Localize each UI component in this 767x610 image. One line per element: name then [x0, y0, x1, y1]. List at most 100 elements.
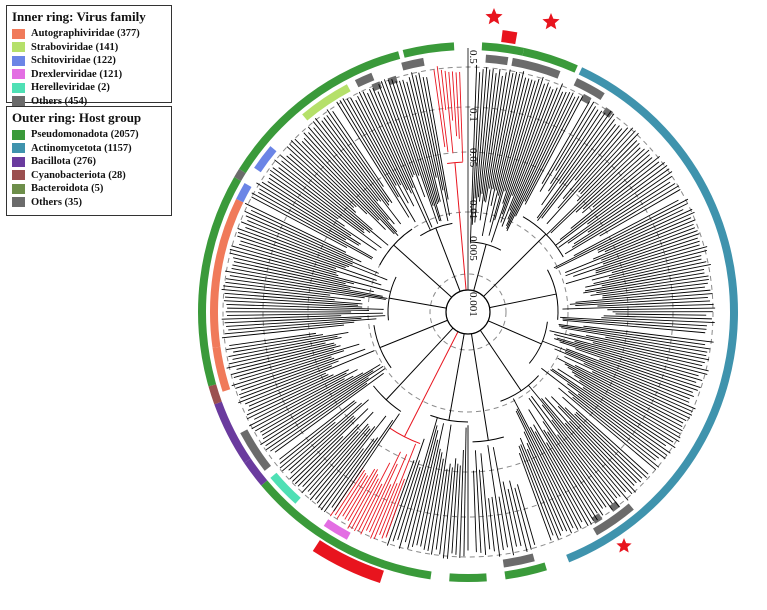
tree-branch	[574, 374, 681, 439]
tree-branch	[474, 69, 484, 199]
tree-branch	[347, 469, 378, 522]
outer-ring-host-group	[198, 42, 738, 582]
tree-branch	[550, 369, 671, 454]
tree-branch	[543, 429, 598, 514]
tree-branch	[448, 71, 454, 121]
tree-branch	[602, 282, 708, 297]
tree-branch	[224, 270, 388, 299]
tree-branch	[294, 138, 386, 230]
tree-branch	[491, 496, 501, 557]
tree-branch	[487, 445, 504, 551]
inner-ring-tick	[591, 513, 603, 524]
inner-ring-segment	[240, 429, 271, 471]
tree-branch	[423, 452, 443, 550]
tree-branch	[463, 427, 467, 557]
tree-branch	[260, 372, 364, 433]
tree-branch	[237, 232, 377, 281]
tree-branch	[541, 124, 616, 219]
tree-branch	[238, 243, 337, 274]
tree-branch	[221, 315, 342, 320]
tree-branch	[236, 344, 337, 370]
tree-branch	[372, 87, 433, 228]
tree-branch	[592, 217, 692, 260]
tree-branch	[237, 227, 346, 269]
legend-item-label: Bacillota (276)	[31, 156, 97, 168]
tree-branch	[289, 153, 357, 213]
inner-ring-segment	[302, 84, 351, 121]
tree-branch	[398, 417, 438, 549]
tree-branch	[261, 364, 381, 436]
legend-item: Straboviridae (141)	[12, 41, 166, 55]
tree-branch	[592, 342, 709, 372]
tree-branch	[226, 304, 384, 310]
tree-branch	[250, 209, 362, 263]
tree-branch	[551, 368, 667, 447]
tree-branch	[244, 210, 354, 261]
tree-branch	[448, 333, 465, 421]
tree-branch	[504, 78, 540, 192]
tree-branch	[404, 425, 438, 543]
tree-branch	[279, 421, 336, 469]
tree-branch	[546, 442, 594, 521]
tree-branch	[559, 341, 701, 388]
tree-branch	[442, 467, 453, 559]
legend-item-label: Others (454)	[31, 95, 88, 107]
tree-branch	[528, 397, 607, 508]
tree-branch	[550, 109, 599, 184]
tree-branch	[583, 325, 714, 343]
tree-branch	[559, 161, 660, 240]
tree-branch	[280, 154, 389, 246]
tree-branch	[377, 91, 414, 178]
tree-branch	[574, 341, 699, 377]
scale-label-0.05: 0.05	[467, 148, 479, 168]
tree-branch	[380, 80, 426, 198]
inner-ring-tick	[580, 93, 592, 105]
tree-branch	[290, 415, 355, 474]
tree-branch	[229, 248, 390, 292]
tree-branch	[459, 71, 464, 162]
tree-branch	[249, 369, 358, 427]
tree-branch	[509, 480, 528, 553]
tree-branch	[422, 76, 451, 216]
tree-branch	[387, 79, 439, 224]
tree-branch	[580, 132, 639, 195]
tree-branch	[565, 348, 694, 398]
tree-branch	[603, 315, 712, 320]
tree-branch	[587, 165, 668, 225]
tree-branch	[224, 296, 358, 306]
tree-branch	[370, 454, 408, 539]
tree-branch	[272, 167, 382, 249]
tree-branch	[360, 451, 401, 535]
tree-branch	[350, 97, 409, 204]
tree-branch	[408, 76, 441, 202]
tree-branch	[601, 223, 694, 261]
tree-branch	[307, 126, 389, 221]
tree-branch	[455, 465, 461, 555]
tree-branch	[269, 173, 345, 227]
tree-branch	[562, 128, 623, 199]
highlight-star	[485, 8, 503, 25]
tree-branch	[575, 289, 711, 303]
tree-branch	[520, 444, 559, 540]
tree-branch	[550, 147, 641, 234]
tree-branch	[578, 130, 636, 193]
legend-item: Actinomycetota (1157)	[12, 142, 166, 156]
tree-branch	[386, 438, 425, 546]
tree-branch	[481, 72, 514, 237]
tree-branch	[381, 478, 405, 539]
tree-branch	[557, 405, 635, 486]
tree-branch	[455, 72, 460, 139]
tree-branch	[601, 317, 715, 324]
tree-branch	[473, 244, 487, 291]
tree-branch	[233, 261, 374, 293]
legend-swatch	[12, 156, 25, 167]
tree-branch	[561, 327, 708, 353]
tree-branch	[586, 335, 710, 361]
tree-branch	[518, 452, 552, 541]
tree-branch	[416, 423, 445, 546]
tree-branch	[267, 181, 352, 237]
tree-branch	[238, 365, 333, 404]
tree-branch	[227, 307, 369, 311]
legend-item: Schitoviridae (122)	[12, 54, 166, 68]
